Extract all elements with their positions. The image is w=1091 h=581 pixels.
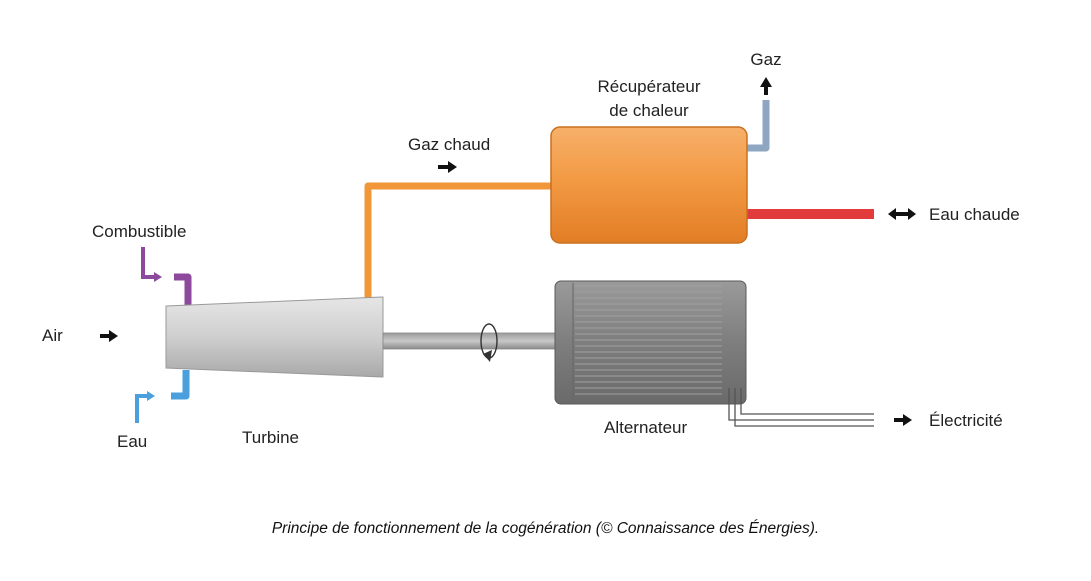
label-air: Air	[42, 326, 63, 345]
figure-caption: Principe de fonctionnement de la cogénér…	[271, 520, 820, 537]
gaz-chaud-arrow-icon	[438, 161, 457, 173]
label-alternateur: Alternateur	[604, 418, 687, 437]
fuel-pipe-inlet	[141, 247, 154, 279]
water-inlet-arrowhead	[147, 391, 155, 401]
label-gaz-chaud: Gaz chaud	[408, 135, 490, 154]
alternator-fins	[575, 285, 722, 395]
label-eau: Eau	[117, 432, 147, 451]
hot-gas-pipe	[364, 182, 556, 300]
electricity-wires	[728, 388, 874, 427]
eau-chaude-double-arrow-icon	[888, 208, 916, 220]
fuel-pipe	[174, 273, 192, 305]
gaz-up-arrow-icon	[760, 77, 772, 95]
shaft	[382, 332, 556, 350]
air-arrow-icon	[100, 330, 118, 342]
label-combustible: Combustible	[92, 222, 187, 241]
label-gaz: Gaz	[750, 50, 781, 69]
label-electricite: Électricité	[929, 411, 1003, 430]
water-pipe	[171, 370, 190, 400]
rotation-arrowhead	[483, 350, 492, 362]
label-recuperateur-line1: Récupérateur	[597, 77, 700, 96]
heat-recuperator	[550, 126, 748, 244]
fuel-inlet-arrowhead	[154, 272, 162, 282]
water-pipe-inlet	[135, 394, 147, 423]
alternator-body	[554, 280, 747, 405]
label-turbine: Turbine	[242, 428, 299, 447]
label-recuperateur-line2: de chaleur	[609, 101, 689, 120]
exhaust-gas-pipe	[744, 100, 770, 152]
hot-water-pipe	[744, 209, 874, 219]
electricite-arrow-icon	[894, 414, 912, 426]
turbine-body	[165, 296, 384, 378]
label-eau-chaude: Eau chaude	[929, 205, 1020, 224]
